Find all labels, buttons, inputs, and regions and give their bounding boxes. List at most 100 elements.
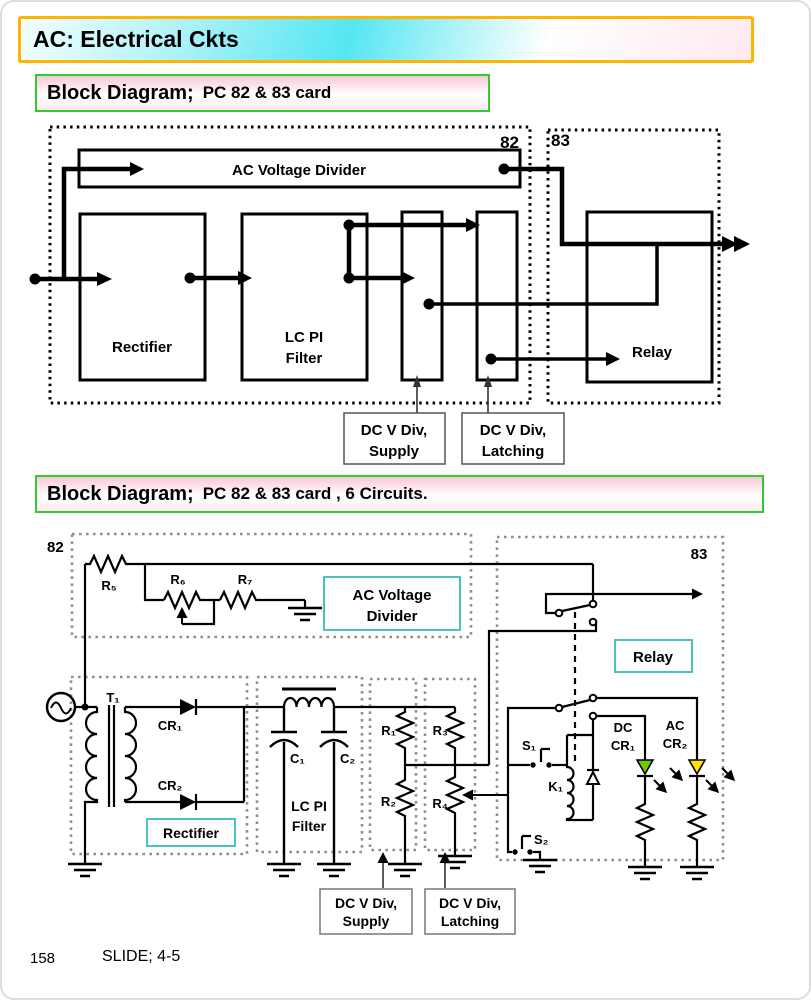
card-82-outline xyxy=(48,125,532,405)
page-title: AC: Electrical Ckts xyxy=(33,26,239,52)
r6-branch-wire xyxy=(143,564,164,602)
cr1-light-ray2-icon xyxy=(669,767,684,782)
arrowheads xyxy=(97,162,750,366)
r1-label: R₁ xyxy=(381,723,396,738)
rectifier-label: Rectifier xyxy=(112,339,172,356)
r2-label: R₂ xyxy=(381,794,396,809)
card-83-label: 83 xyxy=(551,131,570,150)
ac-voltage-divider-label: AC Voltage Divider xyxy=(232,162,366,179)
dc-cr1-branch xyxy=(634,774,656,867)
r7-resistor xyxy=(219,589,305,611)
section1-title: Block Diagram; xyxy=(47,81,194,104)
slide-label: SLIDE; 4-5 xyxy=(102,948,181,965)
circuit-supply-callout-box xyxy=(319,888,413,935)
supply-callout-line1: DC V Div, xyxy=(361,422,427,439)
dc-vdiv-latching-block xyxy=(475,210,519,382)
r5-label: R₅ xyxy=(101,578,116,593)
section1-subtitle: PC 82 & 83 card xyxy=(202,83,332,102)
dc-cr1-label: CR₁ xyxy=(611,738,635,753)
acvd-section-outline xyxy=(70,532,473,639)
r5-resistor-and-bus xyxy=(85,553,593,575)
contacts xyxy=(81,599,598,855)
flyback-diode-icon xyxy=(585,769,601,785)
r3-resistor xyxy=(444,707,466,765)
r2-resistor xyxy=(394,765,416,864)
supply-divider-section-outline xyxy=(368,677,418,852)
circuit-82-label: 82 xyxy=(47,539,64,556)
ac-cr2-branch xyxy=(686,774,708,867)
section2-subtitle: PC 82 & 83 card , 6 Circuits. xyxy=(202,484,428,503)
k1-label: K₁ xyxy=(548,779,563,794)
ac-source-sine-icon xyxy=(50,701,72,715)
dc-lamp-feed-wire xyxy=(596,714,647,760)
circuit-latching-callout-line2: Latching xyxy=(441,913,499,929)
dc-label: DC xyxy=(614,720,633,735)
latching-feedback-wire xyxy=(487,620,598,765)
block-diagram-svg: 82 83 AC Voltage Divider Rectifier LC PI… xyxy=(29,125,750,465)
circuit-relay-label: Relay xyxy=(633,649,674,666)
rectifier-block xyxy=(78,212,207,382)
callout-arrowheads xyxy=(413,375,492,387)
cr1-diode-wires xyxy=(125,699,284,715)
rectifier-section-outline xyxy=(69,675,249,856)
r6-potentiometer xyxy=(163,589,220,611)
dcvdiv-supply-callout-box xyxy=(343,412,446,465)
relay-label-box xyxy=(614,639,693,673)
c2-capacitor xyxy=(319,707,349,864)
card-83-outline xyxy=(546,128,721,405)
s2-actuator xyxy=(520,834,531,849)
cr2-diode-icon xyxy=(180,794,196,810)
r4-potentiometer xyxy=(444,765,466,856)
acvd-label-box xyxy=(323,576,461,631)
circuit-supply-callout-line2: Supply xyxy=(343,913,390,929)
s1-label: S₁ xyxy=(522,738,536,753)
relay-output-wire xyxy=(544,592,690,615)
cr2-light-ray-icon xyxy=(705,779,720,794)
callout-pointers xyxy=(416,387,489,413)
c1-capacitor xyxy=(269,707,299,864)
relay-feed-lines xyxy=(429,246,659,361)
t1-label: T₁ xyxy=(106,690,119,705)
cr1-label: CR₁ xyxy=(158,718,182,733)
card-82-label: 82 xyxy=(500,133,519,152)
lc-pi-label-line1: LC PI xyxy=(291,798,327,814)
s2-ground-wire xyxy=(533,850,542,860)
ac-voltage-divider-block xyxy=(77,148,522,189)
r3-label: R₃ xyxy=(433,723,448,738)
supply-callout-line2: Supply xyxy=(369,443,420,460)
ac-label: AC xyxy=(666,718,685,733)
k1-relay-coil xyxy=(565,718,595,822)
dc-vdiv-supply-block xyxy=(400,210,444,382)
title-bar: AC: Electrical Ckts xyxy=(18,16,754,63)
circuit-rectifier-label: Rectifier xyxy=(163,825,220,841)
t1-primary-winding xyxy=(83,707,99,864)
lc-pi-label-line2: Filter xyxy=(286,350,323,367)
ac-cr2-led-icon xyxy=(687,759,707,776)
relay-label: Relay xyxy=(632,344,673,361)
s2-label: S₂ xyxy=(534,832,549,847)
dcvdiv-latching-callout-box xyxy=(461,412,565,465)
ac-lamp-feed-wire xyxy=(596,696,699,760)
circuit-acvd-label-line2: Divider xyxy=(367,608,418,625)
r1-resistor xyxy=(394,707,416,765)
r6-label: R₆ xyxy=(170,572,185,587)
cr1-diode-icon xyxy=(180,699,196,715)
page-number: 158 xyxy=(30,950,56,967)
circuit-latching-callout-box xyxy=(424,888,516,935)
dc-cr1-led-icon xyxy=(635,759,655,776)
lc-pi-label-line2: Filter xyxy=(292,818,327,834)
rectifier-label-box xyxy=(146,818,236,847)
section2-title: Block Diagram; xyxy=(47,482,194,505)
circuit-supply-callout-line1: DC V Div, xyxy=(335,895,397,911)
lc-pi-filter-block xyxy=(240,212,369,382)
junction-dots xyxy=(29,163,510,365)
t1-core xyxy=(107,705,116,807)
latching-callout-line1: DC V Div, xyxy=(480,422,546,439)
c1-label: C₁ xyxy=(290,751,305,766)
section-header-block-diagram: Block Diagram; PC 82 & 83 card xyxy=(35,74,490,112)
circuit-acvd-label-line1: AC Voltage xyxy=(353,587,432,604)
arrow-lines xyxy=(176,588,736,888)
cr1-light-ray-icon xyxy=(653,779,668,794)
cr2-label: CR₂ xyxy=(158,778,183,793)
